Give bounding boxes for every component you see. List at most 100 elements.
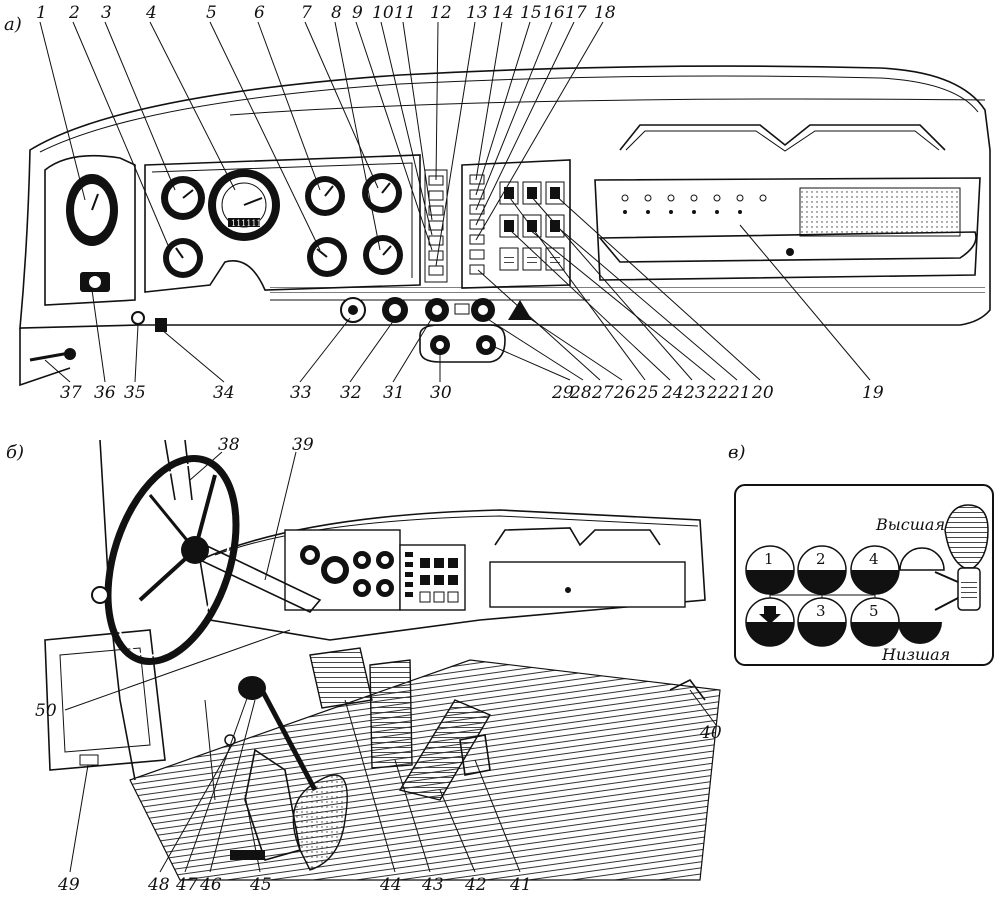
gear-1: 1 [745,545,795,595]
svg-text:5: 5 [869,602,879,620]
lower-controls [29,297,532,363]
gear-5: 5 [850,597,900,647]
svg-text:31: 31 [383,383,405,403]
left-pod [44,154,136,306]
range-selector-knob-icon [934,504,989,611]
svg-text:5: 5 [206,3,217,23]
svg-text:40: 40 [699,723,722,743]
svg-text:3: 3 [816,602,826,620]
gauge-8 [362,173,402,213]
rocker-switches [499,181,565,271]
svg-text:34: 34 [213,383,235,403]
gear-reverse [745,597,795,647]
low-range-label: Низшая [881,645,950,664]
svg-text:44: 44 [379,875,402,895]
svg-text:30: 30 [430,383,452,403]
svg-text:25: 25 [636,383,659,403]
gauge-7 [305,176,345,216]
svg-text:21: 21 [728,383,751,403]
svg-text:26: 26 [613,383,636,403]
fuse-holes [621,194,767,214]
panel-b-cab-interior: б) [6,435,722,895]
low-range-indicator [898,622,942,644]
svg-text:4: 4 [869,550,879,568]
svg-text:24: 24 [661,383,684,403]
gauge-6 [363,235,403,275]
svg-text:38: 38 [218,435,240,455]
svg-text:14: 14 [492,3,514,23]
svg-text:43: 43 [421,875,444,895]
odometer: 111111 [231,219,262,228]
svg-text:48: 48 [147,875,170,895]
svg-text:12: 12 [430,3,452,23]
warning-lights-items [428,175,444,276]
panel-b-label: б) [6,442,24,463]
labels-a: 1 2 3 4 5 6 7 8 9 10 11 12 13 14 15 16 1… [36,3,884,403]
svg-text:4: 4 [145,3,157,23]
leader-lines-b [64,451,717,873]
svg-text:15: 15 [520,3,542,23]
panel-a-label: а) [4,14,22,35]
labels-b: 38 39 40 41 42 43 44 45 46 47 48 49 50 [35,435,722,895]
accelerator-pedal [398,699,492,801]
switch-panel [461,159,571,289]
panel-c-gearshift-scheme: в) 1 2 4 [728,442,994,666]
svg-text:35: 35 [124,383,146,403]
svg-text:2: 2 [68,3,80,23]
svg-text:19: 19 [862,383,884,403]
gear-lever-boot [292,774,348,871]
svg-text:50: 50 [35,701,57,721]
svg-text:22: 22 [706,383,729,403]
svg-text:49: 49 [57,875,80,895]
svg-text:29: 29 [551,383,574,403]
glove-box [594,177,981,281]
svg-text:16: 16 [543,3,565,23]
gear-3: 3 [797,597,847,647]
dashboard-outline [19,65,991,329]
svg-text:41: 41 [509,875,532,895]
svg-text:28: 28 [569,383,592,403]
high-range-indicator [899,547,945,571]
gear-lever-knob [238,676,266,700]
svg-text:1: 1 [36,3,47,23]
svg-text:1: 1 [764,550,774,568]
grab-handle [619,124,946,151]
gear-4: 4 [850,545,900,595]
gauge-5 [307,237,347,277]
svg-text:39: 39 [292,435,314,455]
svg-text:6: 6 [254,3,265,23]
svg-text:20: 20 [751,383,774,403]
panel-a-instrument-panel: а) 111111 [4,3,991,403]
svg-text:8: 8 [331,3,342,23]
glove-box-b [489,561,686,608]
brake-pedal [369,659,413,769]
svg-text:18: 18 [594,3,616,23]
svg-text:42: 42 [464,875,487,895]
svg-text:11: 11 [394,3,416,23]
high-range-label: Высшая [875,515,945,534]
indicator-column [469,174,485,275]
svg-text:27: 27 [591,383,614,403]
svg-text:45: 45 [249,875,272,895]
dashboard-b [199,509,706,641]
instrument-cluster [144,154,421,293]
svg-text:9: 9 [352,3,363,23]
svg-text:7: 7 [301,3,312,23]
gear-2: 2 [797,545,847,595]
svg-text:47: 47 [175,875,198,895]
svg-text:23: 23 [683,383,706,403]
svg-text:32: 32 [340,383,362,403]
steering-wheel [104,455,240,665]
svg-text:46: 46 [199,875,222,895]
speedometer: 111111 [208,169,280,241]
leader-lines-a [39,21,871,383]
glove-box-lid [598,231,977,263]
svg-text:10: 10 [372,3,394,23]
svg-text:36: 36 [94,383,116,403]
svg-text:13: 13 [466,3,488,23]
glove-box-recess [799,187,961,237]
gauge-3 [161,176,205,220]
svg-text:37: 37 [60,383,82,403]
svg-text:3: 3 [101,3,112,23]
